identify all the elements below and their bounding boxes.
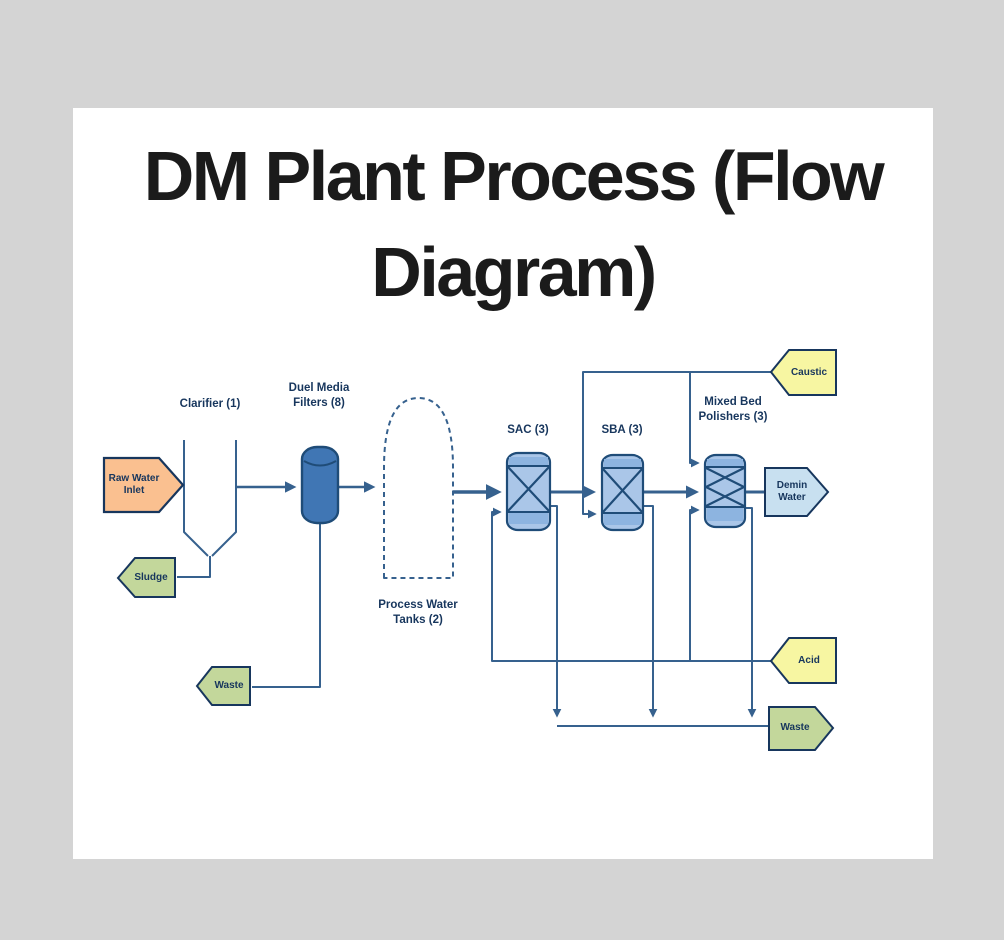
demin-water-text: Demin Water bbox=[776, 479, 808, 504]
sba-label: SBA (3) bbox=[601, 424, 643, 436]
mb-polisher-vessel bbox=[703, 453, 747, 529]
caustic-line-to-mb bbox=[689, 372, 700, 468]
caustic-shape bbox=[769, 349, 837, 396]
title-line2: Diagram) bbox=[371, 233, 657, 311]
sba-vessel bbox=[600, 453, 645, 532]
clarifier-label: Clarifier (1) bbox=[179, 398, 241, 410]
dmf-waste-line bbox=[252, 523, 321, 688]
caustic-line-to-sba bbox=[582, 371, 771, 519]
sba-waste-line bbox=[643, 505, 658, 718]
process-water-tank-shape bbox=[383, 397, 454, 579]
acid-line-to-sac bbox=[491, 507, 771, 662]
waste-left-shape bbox=[195, 666, 251, 706]
mb-waste-line bbox=[745, 507, 757, 718]
caustic-text: Caustic bbox=[790, 366, 828, 378]
raw-water-inlet-text: Raw Water Inlet bbox=[108, 472, 160, 497]
dmf-vessel bbox=[300, 445, 340, 525]
acid-shape bbox=[769, 637, 837, 684]
waste-right-text: Waste bbox=[780, 722, 810, 734]
sludge-shape bbox=[116, 557, 176, 598]
demin-water-shape bbox=[764, 467, 830, 517]
sac-waste-line bbox=[550, 505, 562, 718]
acid-line-to-mb bbox=[689, 505, 700, 661]
raw-water-inlet-shape bbox=[102, 456, 185, 514]
sac-label: SAC (3) bbox=[507, 424, 549, 436]
sludge-text: Sludge bbox=[134, 571, 168, 583]
dmf-label: Duel Media Filters (8) bbox=[288, 382, 350, 409]
waste-left-text: Waste bbox=[214, 679, 244, 691]
clarifier-shape bbox=[177, 440, 237, 578]
page-title: DM Plant Process (Flow Diagram) bbox=[93, 128, 933, 320]
tank-label: Process Water Tanks (2) bbox=[378, 599, 458, 626]
title-line1: DM Plant Process (Flow bbox=[143, 137, 885, 215]
acid-text: Acid bbox=[798, 654, 820, 666]
sac-vessel bbox=[505, 451, 552, 532]
mb-label: Mixed Bed Polishers (3) bbox=[698, 396, 768, 423]
waste-right-shape bbox=[768, 706, 835, 751]
